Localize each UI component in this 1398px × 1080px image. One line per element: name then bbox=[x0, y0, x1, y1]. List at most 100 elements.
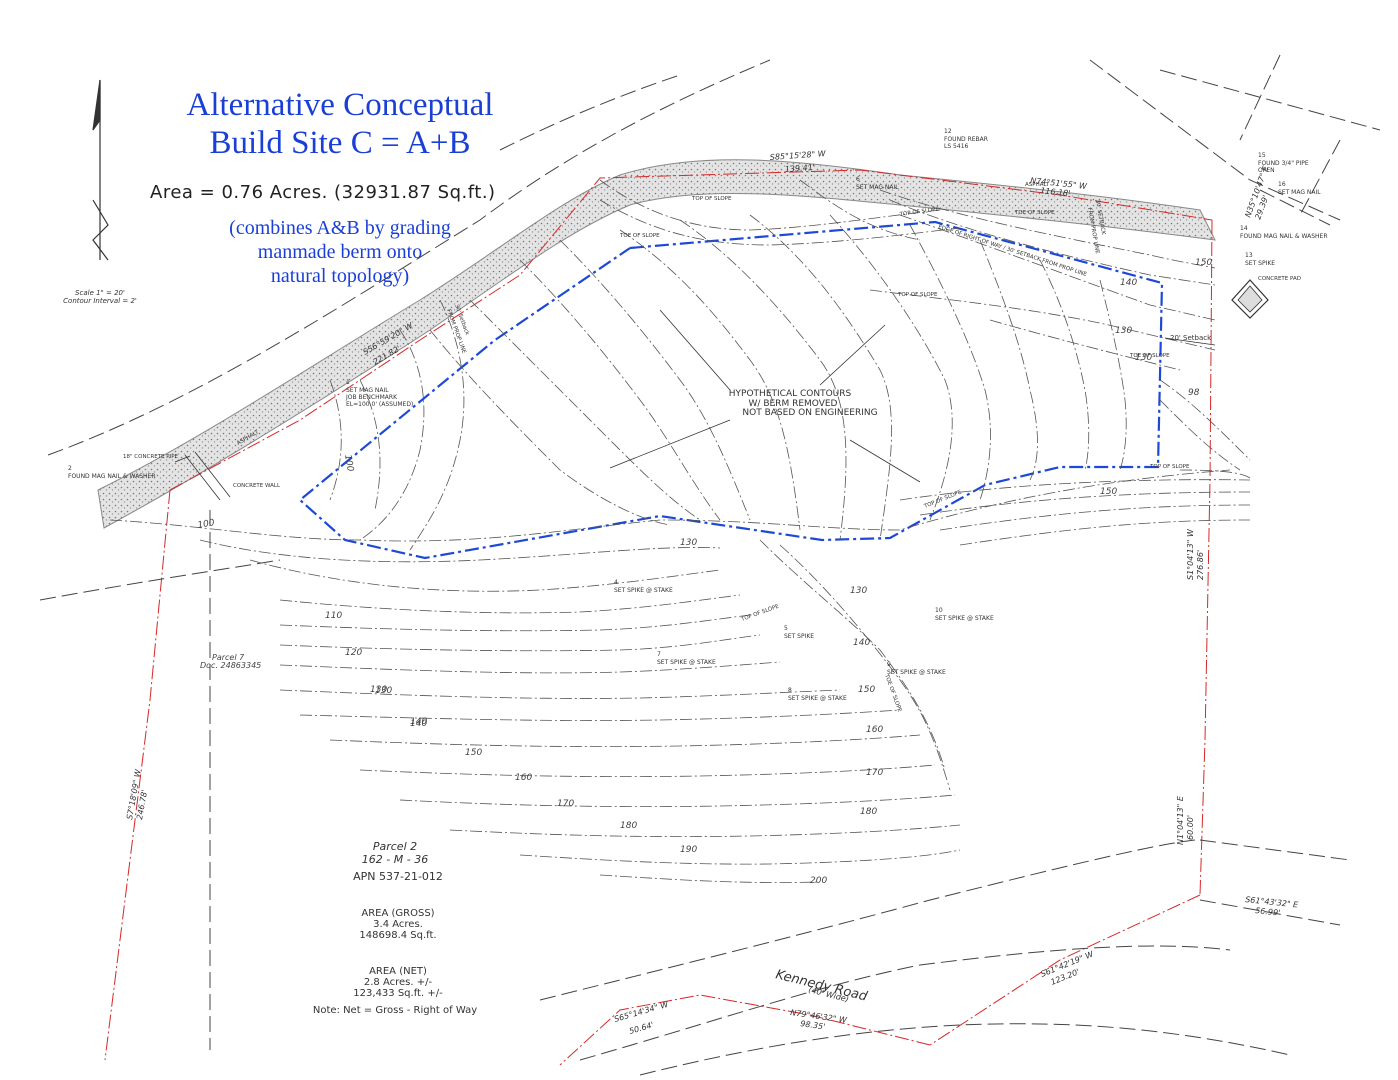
apn-label: APN 537-21-012 bbox=[353, 870, 443, 883]
survey-point: 6 bbox=[856, 176, 860, 183]
contour-label: 190 bbox=[680, 845, 697, 855]
contour-label: 180 bbox=[860, 807, 877, 817]
survey-point: SET SPIKE bbox=[1245, 260, 1275, 267]
contour-label: 150 bbox=[1195, 258, 1212, 268]
site-area: Area = 0.76 Acres. (32931.87 Sq.ft.) bbox=[150, 182, 496, 203]
contour-label: 130 bbox=[370, 685, 387, 695]
asphalt-label: ASPHALT bbox=[1025, 182, 1050, 188]
contour-label: 170 bbox=[557, 799, 574, 809]
survey-point: 5 bbox=[784, 625, 788, 632]
area-net-sqft: 123,433 Sq.ft. +/- bbox=[353, 988, 443, 999]
road-asphalt-band bbox=[97, 159, 1216, 529]
subtitle-line-2: manmade berm onto bbox=[257, 241, 423, 263]
bearing-label: 139.41' bbox=[785, 163, 816, 174]
survey-point: SET SPIKE @ STAKE bbox=[935, 615, 994, 622]
top-of-slope-label: TOP OF SLOPE bbox=[1149, 464, 1190, 470]
parcel-7-label: Parcel 7 bbox=[212, 653, 245, 662]
survey-point: LS 5416 bbox=[944, 143, 969, 150]
parcel-label-line-1: Parcel 2 bbox=[372, 840, 418, 853]
contour-label: 100 bbox=[197, 518, 216, 531]
concrete-pad-icon bbox=[1231, 279, 1269, 319]
contour-label: 130 bbox=[1115, 326, 1132, 336]
contour-label: 150 bbox=[465, 748, 482, 758]
right-of-way-lines bbox=[39, 54, 1381, 1076]
property-line bbox=[104, 169, 1213, 1066]
page-title: Alternative Conceptual Build Site C = A+… bbox=[150, 86, 530, 162]
bearing-label: S65°14'34" W bbox=[613, 1000, 670, 1024]
area-gross-acres: 3.4 Acres. bbox=[373, 919, 423, 930]
hypothetical-line: HYPOTHETICAL CONTOURS bbox=[729, 389, 852, 399]
survey-point: EL=100.0' (ASSUMED) bbox=[346, 401, 413, 408]
concrete-wall-label: CONCRETE WALL bbox=[233, 483, 281, 489]
survey-point: SET SPIKE bbox=[784, 633, 814, 640]
toe-of-slope-label: TOE OF SLOPE bbox=[1129, 353, 1170, 359]
survey-point: 10 bbox=[935, 607, 943, 614]
parcel-label-line-2: 162 - M - 36 bbox=[361, 853, 429, 866]
survey-point: SET SPIKE @ STAKE bbox=[788, 695, 847, 702]
bearing-label: 116.18' bbox=[1040, 186, 1071, 198]
contour-label: 180 bbox=[620, 821, 637, 831]
survey-point: 1 bbox=[346, 379, 350, 386]
contour-label: 130 bbox=[1135, 353, 1152, 363]
contour-label: 140 bbox=[410, 719, 427, 729]
survey-point-labels: 1 SET MAG NAIL JOB BENCHMARK EL=100.0' (… bbox=[68, 128, 1328, 702]
parcel-7-doc: Doc. 24863345 bbox=[200, 661, 261, 670]
bearing-label: N1°04'13" E bbox=[1176, 795, 1185, 845]
area-gross: AREA (GROSS) 3.4 Acres. 148698.4 Sq.ft. bbox=[338, 908, 458, 941]
site-description: (combines A&B by grading manmade berm on… bbox=[200, 216, 480, 288]
toe-of-slope-label: TOE OF SLOPE bbox=[619, 233, 660, 239]
scale-line: Scale 1" = 20' bbox=[75, 289, 125, 297]
top-of-slope-label: TOP OF SLOPE bbox=[897, 292, 938, 298]
area-net-title: AREA (NET) bbox=[369, 966, 427, 977]
bearing-label: S85°15'28" W bbox=[770, 149, 828, 162]
contour-label: 140 bbox=[1120, 278, 1137, 288]
survey-point: 9 bbox=[887, 661, 891, 668]
survey-point: 12 bbox=[944, 128, 952, 135]
parcel-label: Parcel 2 162 - M - 36 bbox=[345, 840, 445, 866]
scale-note: Scale 1" = 20' Contour Interval = 2' bbox=[63, 289, 137, 305]
contour-label: 160 bbox=[515, 773, 532, 783]
bearing-label: 276.86' bbox=[1196, 550, 1205, 580]
bearing-label: 98.35' bbox=[800, 1019, 826, 1031]
bearing-label: 56.99' bbox=[1255, 906, 1281, 918]
survey-point: 16 bbox=[1278, 181, 1286, 188]
survey-point: FOUND MAG NAIL & WASHER bbox=[1240, 233, 1328, 240]
title-line-1: Alternative Conceptual bbox=[186, 87, 494, 123]
survey-point: FOUND 3/4" PIPE bbox=[1258, 160, 1309, 167]
survey-point: SET MAG NAIL bbox=[346, 387, 389, 394]
survey-point: SET SPIKE @ STAKE bbox=[657, 659, 716, 666]
north-arrow-icon bbox=[92, 79, 109, 261]
contour-label: 110 bbox=[325, 611, 342, 621]
edge-of-row-label: EDGE OF RIGHT OF WAY / 30' SETBACK FROM … bbox=[937, 224, 1087, 278]
toe-of-slope-label: TOE OF SLOPE bbox=[1014, 210, 1055, 216]
survey-point: 7 bbox=[657, 651, 661, 658]
bearing-label: S1°04'13" W bbox=[1186, 528, 1195, 580]
survey-point: 8 bbox=[788, 687, 792, 694]
survey-point: SET MAG NAIL bbox=[1278, 189, 1321, 196]
subtitle-line-1: (combines A&B by grading bbox=[229, 217, 451, 239]
hypothetical-note: HYPOTHETICAL CONTOURS W/ BERM REMOVED NO… bbox=[729, 389, 878, 418]
survey-point: SET MAG NAIL bbox=[856, 184, 899, 191]
contour-label: 140 bbox=[853, 638, 870, 648]
setback-label: 20' Setback bbox=[1170, 334, 1212, 342]
area-net-acres: 2.8 Acres. +/- bbox=[363, 977, 433, 988]
contour-label: 160 bbox=[866, 725, 883, 735]
title-line-2: Build Site C = A+B bbox=[209, 125, 471, 161]
contour-label: 130 bbox=[680, 538, 697, 548]
survey-point: 13 bbox=[1245, 252, 1253, 259]
survey-point: SET SPIKE @ STAKE bbox=[887, 669, 946, 676]
survey-point: 4 bbox=[614, 579, 618, 586]
survey-point: FOUND REBAR bbox=[944, 136, 988, 143]
bearing-label: 60.00' bbox=[1186, 815, 1195, 840]
contour-label: 100 bbox=[342, 454, 355, 473]
area-note: Note: Net = Gross - Right of Way bbox=[312, 1005, 478, 1016]
area-gross-title: AREA (GROSS) bbox=[361, 908, 435, 919]
contour-label: 170 bbox=[866, 768, 883, 778]
survey-point: 15 bbox=[1258, 152, 1266, 159]
toe-of-slope-label: TOE OF SLOPE bbox=[883, 673, 903, 714]
leader-lines bbox=[174, 309, 1216, 501]
contour-label: 150 bbox=[1100, 487, 1117, 497]
subtitle-line-3: natural topology) bbox=[270, 265, 410, 287]
survey-point: JOB BENCHMARK bbox=[345, 394, 398, 401]
